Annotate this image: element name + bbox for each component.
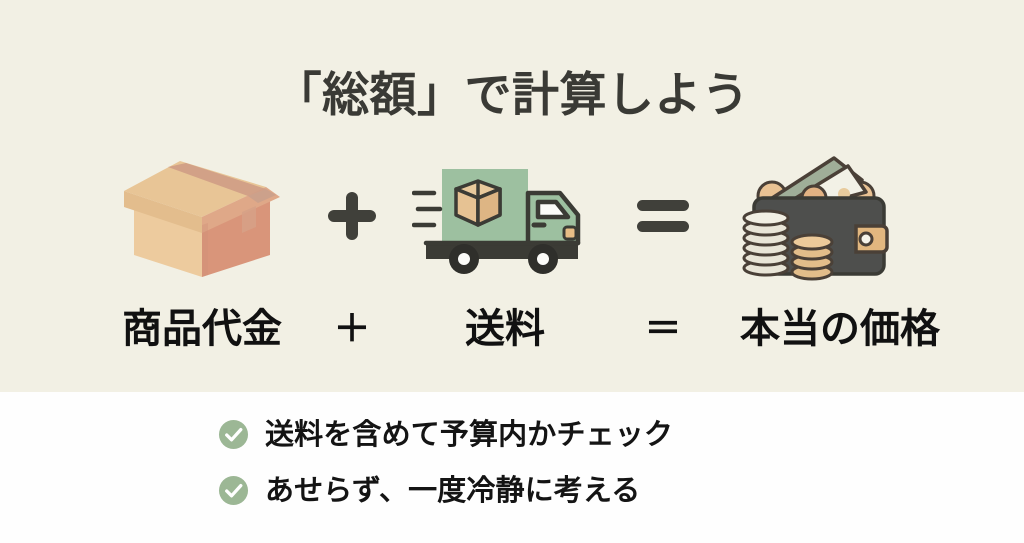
label-plus-operator: ＋ bbox=[333, 307, 371, 350]
cardboard-box-icon bbox=[96, 142, 308, 290]
label-shipping-fee: 送料 bbox=[465, 306, 545, 352]
formula-icon-row bbox=[0, 142, 1024, 290]
list-item: 送料を含めて予算内かチェック bbox=[218, 419, 673, 450]
list-item-label: あせらず、一度冷静に考える bbox=[265, 473, 641, 507]
delivery-truck-icon bbox=[398, 142, 612, 290]
label-item-price: 商品代金 bbox=[122, 306, 282, 352]
formula-label-row: 商品代金 ＋ 送料 ＝ 本当の価格 bbox=[0, 298, 1024, 360]
check-circle-icon bbox=[218, 475, 249, 506]
equals-sign-icon bbox=[618, 142, 708, 290]
check-circle-icon bbox=[218, 419, 249, 450]
label-true-price: 本当の価格 bbox=[740, 306, 940, 352]
list-item: あせらず、一度冷静に考える bbox=[218, 475, 640, 506]
plus-sign-icon bbox=[316, 142, 388, 290]
page-title: 「総額」で計算しよう bbox=[274, 68, 750, 124]
hero-panel: 「総額」で計算しよう bbox=[0, 0, 1024, 392]
checklist-panel: 送料を含めて予算内かチェック あせらず、一度冷静に考える bbox=[0, 392, 1024, 543]
wallet-money-icon bbox=[712, 142, 924, 290]
list-item-label: 送料を含めて予算内かチェック bbox=[265, 417, 674, 451]
label-equals-operator: ＝ bbox=[644, 307, 682, 350]
